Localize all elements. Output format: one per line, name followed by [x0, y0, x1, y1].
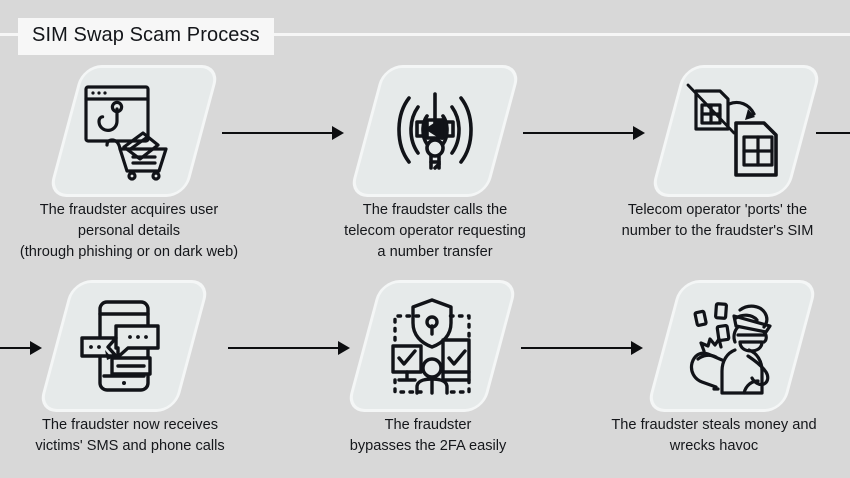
arrow-step1-to-step2	[222, 126, 344, 140]
step-caption-4: The fraudster now receives victims' SMS …	[35, 417, 225, 454]
step-card-1[interactable]	[51, 68, 217, 194]
step-caption-2: The fraudster calls the telecom operator…	[344, 202, 526, 260]
step-caption-1: The fraudster acquires user personal det…	[19, 202, 239, 260]
step-card-2[interactable]	[352, 68, 518, 194]
step-caption-3: Telecom operator 'ports' the number to t…	[621, 202, 814, 239]
step-caption-6: The fraudster steals money and wrecks ha…	[611, 417, 817, 454]
step-card-3[interactable]	[653, 68, 819, 194]
arrow-step5-to-step6	[521, 341, 643, 355]
step-card-6[interactable]	[649, 283, 815, 409]
phone-sms-bubbles-icon	[58, 283, 190, 409]
step-card-5[interactable]	[349, 283, 515, 409]
arrow-offscreen-left-to-step4	[0, 341, 44, 355]
arrow-step2-to-step3	[523, 126, 645, 140]
arrow-step4-to-step5	[228, 341, 350, 355]
page-title-box: SIM Swap Scam Process	[18, 18, 274, 55]
arrow-step3-offscreen-right	[816, 126, 850, 140]
two-factor-auth-shield-icon	[366, 283, 498, 409]
cell-tower-signal-icon	[369, 68, 501, 194]
step-card-4[interactable]	[41, 283, 207, 409]
page-title: SIM Swap Scam Process	[32, 24, 260, 46]
thief-money-bag-icon	[666, 283, 798, 409]
header-divider-rule	[0, 33, 850, 36]
phishing-hook-browser-cart-icon	[68, 68, 200, 194]
step-caption-5: The fraudster bypasses the 2FA easily	[349, 417, 507, 454]
sim-swap-cards-icon	[670, 68, 802, 194]
